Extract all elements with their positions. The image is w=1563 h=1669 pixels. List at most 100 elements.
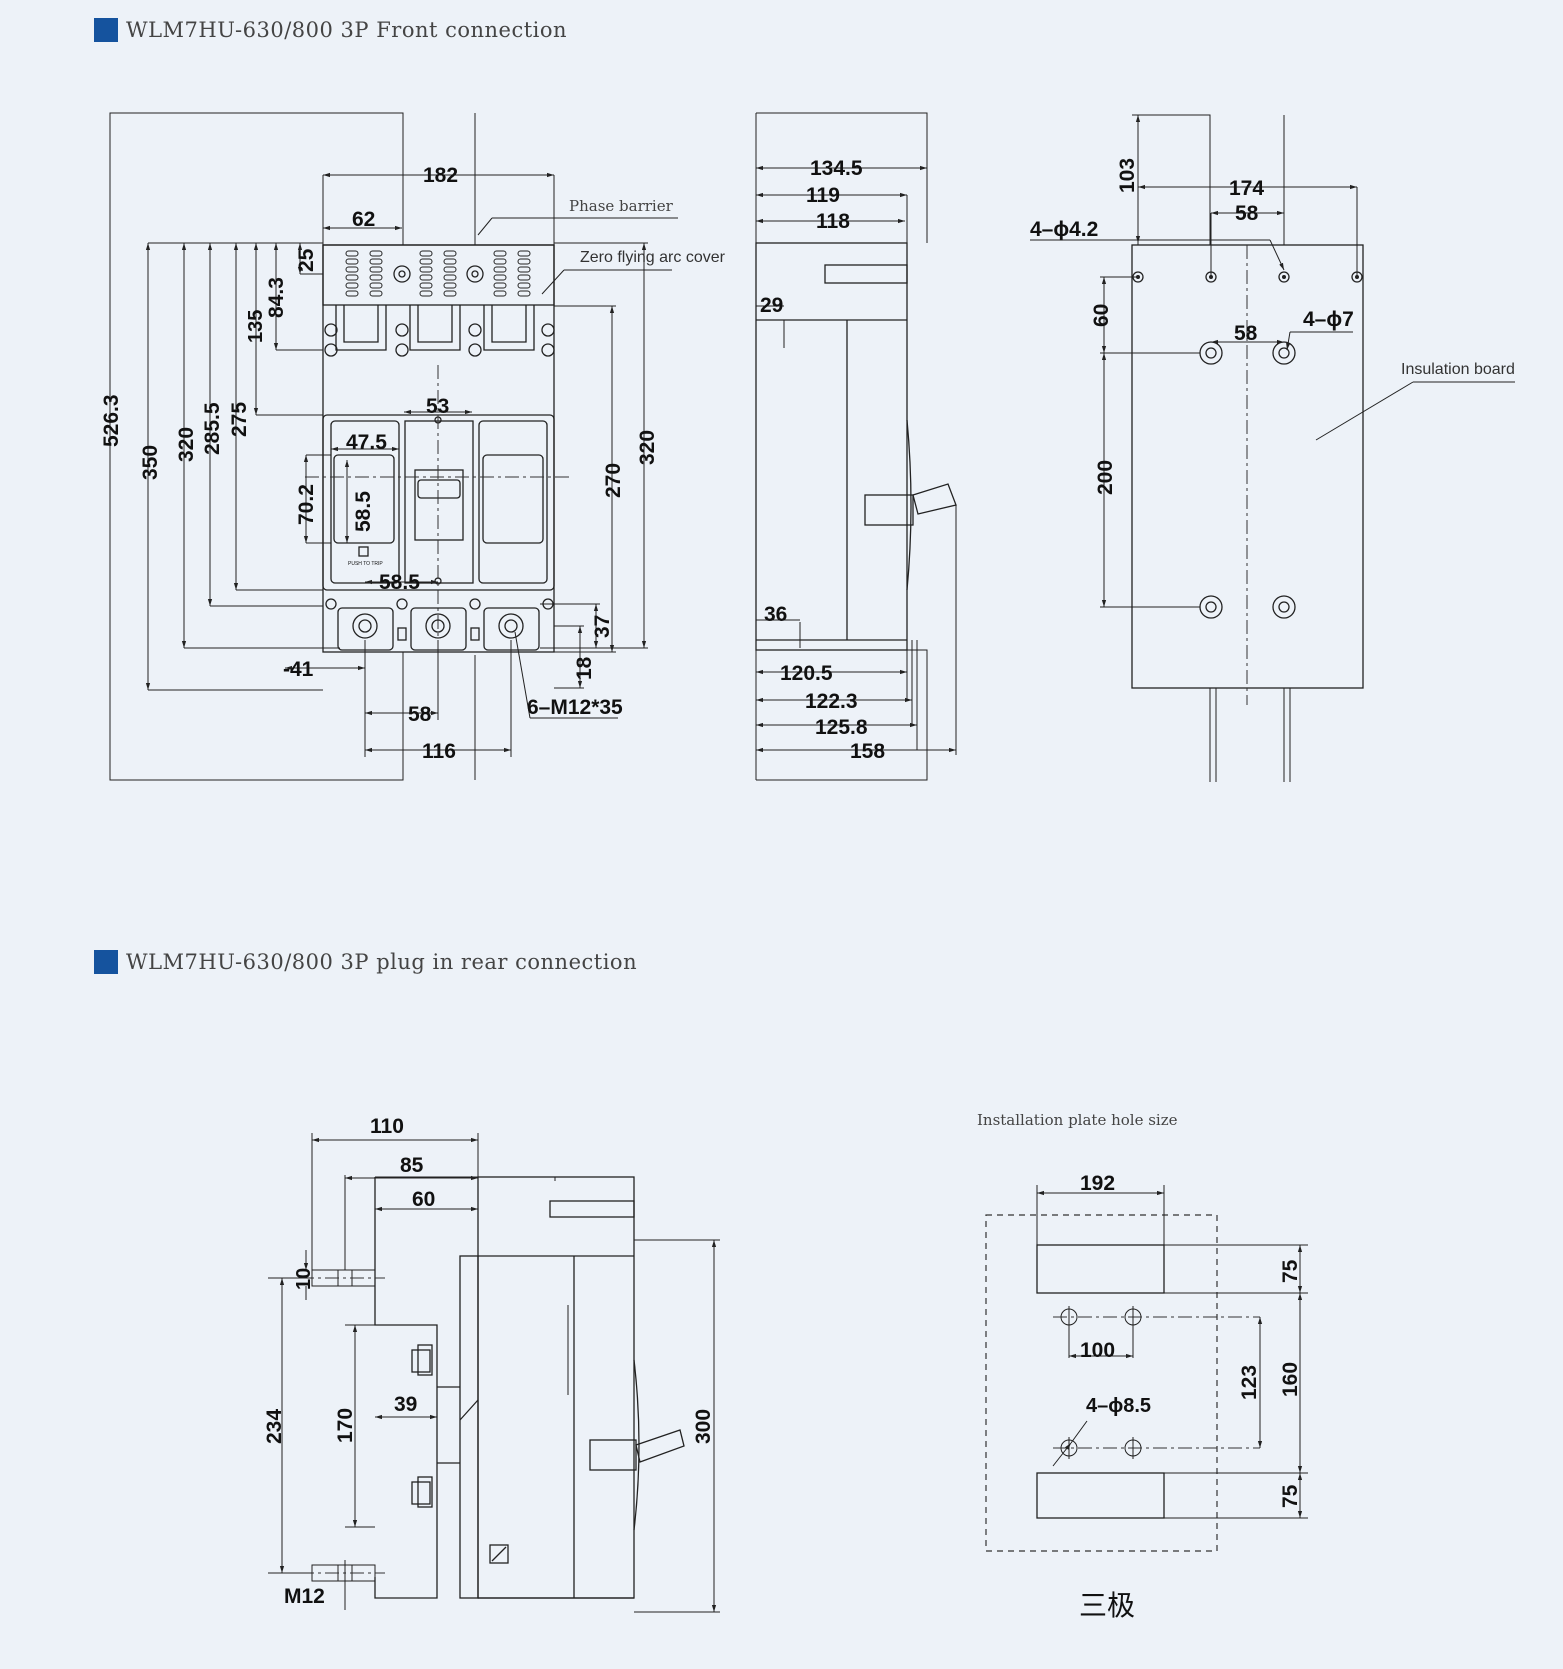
plate-caption: 三极 — [1079, 1590, 1135, 1621]
dim-10: 10 — [293, 1268, 315, 1290]
handle — [414, 469, 464, 541]
vent-slot — [419, 266, 433, 273]
plate-dimensions: 192 75 100 123 160 75 4–ϕ8.5 — [1036, 1172, 1308, 1519]
vent-slots — [345, 250, 531, 297]
dim-58-front: 58 — [408, 703, 432, 726]
dim-84-3: 84.3 — [265, 277, 288, 318]
window-right-inner — [482, 454, 544, 544]
dim-110: 110 — [370, 1115, 404, 1138]
dim-6-m12-35: 6–M12*35 — [527, 696, 623, 719]
side-handle-lever — [912, 483, 957, 515]
vent-slot — [345, 250, 359, 257]
section-marker — [94, 18, 118, 42]
window-left-inner — [333, 454, 395, 544]
vent-slot — [517, 282, 531, 289]
dim-100: 100 — [1080, 1339, 1115, 1362]
rear-rail — [549, 1200, 635, 1218]
arc-cover — [322, 244, 555, 306]
rear-base — [459, 1255, 479, 1599]
dim-182: 182 — [423, 164, 458, 187]
dim-320-right: 320 — [636, 430, 659, 465]
vent-slot — [419, 258, 433, 265]
vent-slot — [517, 258, 531, 265]
dim-58-5-vertical: 58.5 — [352, 491, 375, 532]
plate-view: Installation plate hole size 192 75 — [977, 1111, 1308, 1621]
dim-m12: M12 — [284, 1585, 325, 1608]
rear-handle-lever — [635, 1429, 685, 1463]
back-dimensions: 103 174 58 4–ϕ4.2 60 58 4–ϕ7 200 — [1030, 115, 1358, 608]
dim-85: 85 — [400, 1154, 424, 1177]
dim-36: 36 — [764, 603, 787, 626]
dim-170: 170 — [334, 1408, 357, 1443]
side-handle-cover — [906, 419, 912, 591]
section-marker — [94, 950, 118, 974]
vent-slot — [369, 282, 383, 289]
vent-slot — [369, 290, 383, 297]
dim-158: 158 — [850, 740, 885, 763]
section-title: WLM7HU-630/800 3P Front connection — [126, 18, 568, 42]
vent-slot — [345, 266, 359, 273]
vent-slot — [493, 266, 507, 273]
dim-125-8: 125.8 — [815, 716, 868, 739]
vent-slot — [369, 250, 383, 257]
side-dimensions: 134.5 119 118 29 36 120.5 122.3 125.8 15… — [756, 157, 957, 763]
section-title: WLM7HU-630/800 3P plug in rear connectio… — [126, 950, 638, 974]
vent-slot — [345, 290, 359, 297]
top-terminals — [324, 305, 555, 357]
dim-160: 160 — [1279, 1362, 1302, 1397]
dim-41: -41 — [283, 658, 314, 681]
dim-25: 25 — [295, 248, 318, 272]
side-handle-base — [864, 494, 914, 526]
screw-icon — [393, 265, 411, 283]
vent-slot — [443, 274, 457, 281]
insulation-board-label: Insulation board — [1401, 361, 1515, 378]
dim-4-phi-4-2: 4–ϕ4.2 — [1030, 218, 1098, 241]
dim-320-left: 320 — [175, 427, 198, 462]
vent-slot — [369, 266, 383, 273]
rear-handle-cover — [633, 1359, 640, 1531]
dim-62: 62 — [352, 208, 375, 231]
vent-slot — [443, 282, 457, 289]
side-view: 134.5 119 118 29 36 120.5 122.3 125.8 15… — [755, 112, 957, 781]
dim-123: 123 — [1238, 1365, 1261, 1400]
push-to-trip-button[interactable] — [358, 546, 369, 557]
vent-slot — [517, 266, 531, 273]
window-right — [478, 420, 548, 584]
dim-234: 234 — [263, 1409, 286, 1444]
plate-slot-bottom — [1036, 1472, 1165, 1519]
dim-29: 29 — [760, 294, 783, 317]
dim-4-phi-8-5: 4–ϕ8.5 — [1086, 1395, 1151, 1417]
vent-slot — [443, 250, 457, 257]
dim-200: 200 — [1094, 460, 1117, 495]
rear-section-header: WLM7HU-630/800 3P plug in rear connectio… — [94, 946, 637, 978]
dim-285-5: 285.5 — [201, 402, 224, 455]
dim-119: 119 — [806, 184, 840, 207]
front-dimensions: 182 62 526.3 350 320 — [100, 164, 659, 763]
rear-label-box — [489, 1544, 509, 1564]
vent-slot — [493, 250, 507, 257]
vent-slot — [493, 274, 507, 281]
dim-53: 53 — [426, 395, 449, 418]
vent-slot — [419, 250, 433, 257]
dim-120-5: 120.5 — [780, 662, 833, 685]
dim-60-rear: 60 — [412, 1188, 435, 1211]
screw-icon — [471, 270, 479, 278]
rear-dimensions: 110 85 60 10 234 170 39 300 M12 — [263, 1115, 720, 1613]
dim-275: 275 — [228, 402, 251, 437]
front-section-header: WLM7HU-630/800 3P Front connection — [94, 14, 567, 46]
vent-slot — [419, 290, 433, 297]
vent-slot — [443, 266, 457, 273]
screw-icon — [466, 265, 484, 283]
dim-39: 39 — [394, 1393, 417, 1416]
vent-slot — [517, 290, 531, 297]
vent-slot — [493, 282, 507, 289]
dim-60-back: 60 — [1090, 304, 1113, 327]
push-to-trip-label: PUSH TO TRIP — [348, 561, 383, 567]
vent-slot — [369, 274, 383, 281]
plug-block — [374, 1177, 438, 1599]
vent-slot — [345, 258, 359, 265]
vent-slot — [369, 258, 383, 265]
side-rail — [824, 264, 908, 284]
dim-75-bottom: 75 — [1279, 1484, 1302, 1508]
